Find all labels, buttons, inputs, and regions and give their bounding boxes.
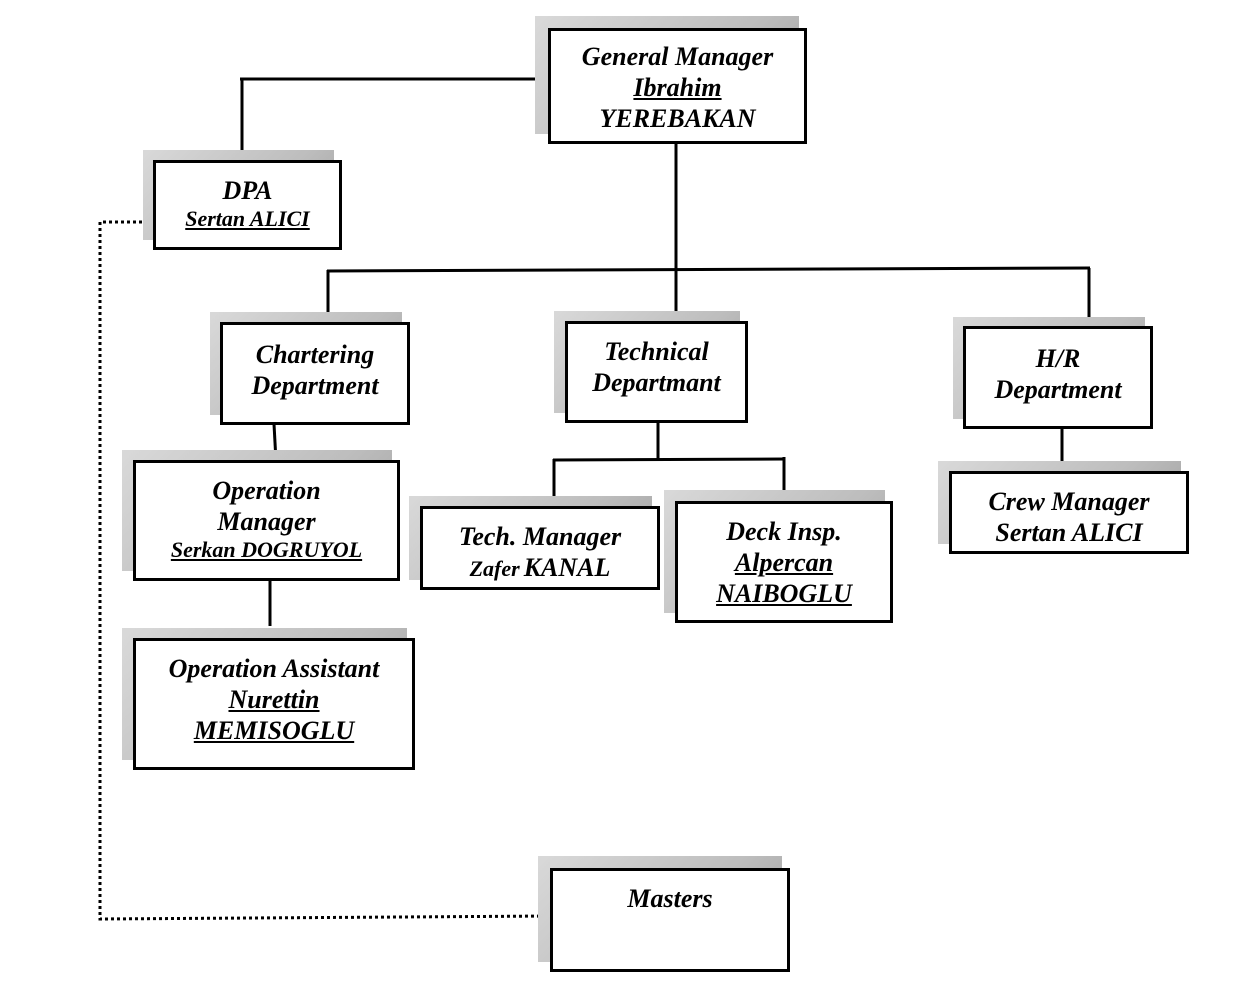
- operation-assistant-box: Operation Assistant Nurettin MEMISOGLU: [133, 638, 415, 770]
- hr-box: H/R Department: [963, 326, 1153, 429]
- technical-line2: Departmant: [592, 368, 721, 398]
- chartering-box: Chartering Department: [220, 322, 410, 425]
- deck-insp-title: Deck Insp.: [726, 517, 842, 546]
- chartering-line2: Department: [251, 371, 379, 401]
- masters-box: Masters: [550, 868, 790, 972]
- node-masters: Masters: [538, 856, 790, 972]
- tech-manager-first-name: Zafer: [469, 556, 520, 582]
- hr-line1: H/R: [1035, 344, 1081, 373]
- tech-manager-box: Tech. Manager Zafer KANAL: [420, 506, 660, 590]
- operation-assistant-title: Operation Assistant: [168, 654, 380, 683]
- masters-title: Masters: [627, 884, 713, 913]
- deck-insp-first-name: Alpercan: [734, 548, 834, 578]
- general-manager-box: General Manager Ibrahim YEREBAKAN: [548, 28, 807, 144]
- node-hr-department: H/R Department: [953, 317, 1153, 429]
- crew-manager-title: Crew Manager: [988, 487, 1150, 516]
- operation-manager-line1: Operation: [212, 476, 321, 505]
- node-operation-manager: Operation Manager Serkan DOGRUYOL: [122, 450, 400, 581]
- tech-manager-last-name: KANAL: [523, 553, 611, 583]
- node-dpa: DPA Sertan ALICI: [143, 150, 342, 250]
- node-general-manager: General Manager Ibrahim YEREBAKAN: [535, 16, 807, 144]
- general-manager-title: General Manager: [581, 42, 774, 71]
- connector-dpa-masters-dotted: [98, 220, 553, 921]
- operation-assistant-last-name: MEMISOGLU: [193, 716, 355, 746]
- operation-manager-box: Operation Manager Serkan DOGRUYOL: [133, 460, 400, 581]
- dpa-title: DPA: [222, 176, 273, 205]
- operation-manager-name: Serkan DOGRUYOL: [170, 537, 363, 563]
- general-manager-last-name: YEREBAKAN: [599, 104, 756, 134]
- node-crew-manager: Crew Manager Sertan ALICI: [938, 461, 1189, 554]
- technical-line1: Technical: [604, 337, 709, 366]
- node-technical-department: Technical Departmant: [554, 311, 748, 423]
- node-deck-inspector: Deck Insp. Alpercan NAIBOGLU: [664, 490, 893, 623]
- tech-manager-title: Tech. Manager: [458, 522, 622, 551]
- connector-technical-bus: [552, 457, 786, 462]
- tech-manager-name: Zafer KANAL: [470, 552, 611, 583]
- general-manager-first-name: Ibrahim: [633, 73, 722, 103]
- node-operation-assistant: Operation Assistant Nurettin MEMISOGLU: [122, 628, 415, 770]
- dpa-box: DPA Sertan ALICI: [153, 160, 342, 250]
- operation-manager-line2: Manager: [217, 507, 316, 537]
- crew-manager-name: Sertan ALICI: [995, 518, 1143, 548]
- node-chartering-department: Chartering Department: [210, 312, 410, 425]
- hr-line2: Department: [994, 375, 1122, 405]
- deck-insp-box: Deck Insp. Alpercan NAIBOGLU: [675, 501, 893, 623]
- connector-dept-bus: [326, 266, 1091, 273]
- deck-insp-last-name: NAIBOGLU: [716, 579, 852, 609]
- node-tech-manager: Tech. Manager Zafer KANAL: [409, 496, 660, 590]
- chartering-line1: Chartering: [255, 340, 375, 369]
- operation-assistant-first-name: Nurettin: [228, 685, 320, 715]
- dpa-name: Sertan ALICI: [185, 206, 310, 232]
- technical-box: Technical Departmant: [565, 321, 748, 423]
- crew-manager-box: Crew Manager Sertan ALICI: [949, 471, 1189, 554]
